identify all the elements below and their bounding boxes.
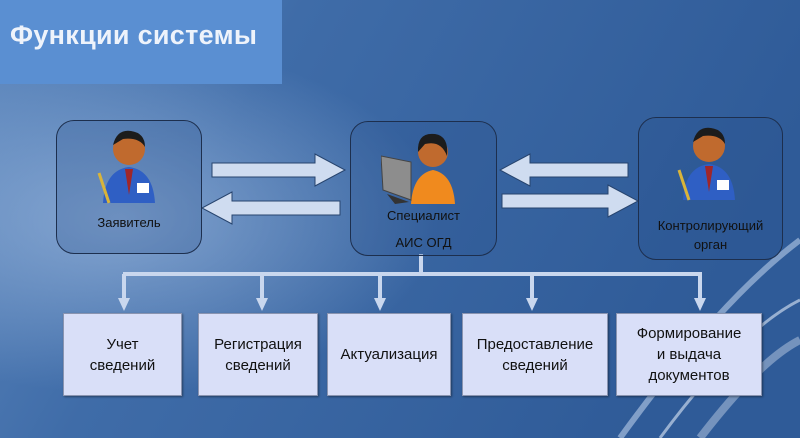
- page-title: Функции системы: [10, 20, 258, 50]
- arrow-left-to-applicant: [200, 191, 341, 225]
- system-label: АИС ОГД: [395, 235, 452, 250]
- arrow-right-to-controller: [501, 184, 640, 218]
- function-box: Актуализация: [327, 313, 451, 396]
- specialist-computer-icon: [381, 133, 455, 204]
- actor-controller: Контролирующий орган: [638, 117, 783, 260]
- function-box: Формирование и выдача документов: [616, 313, 762, 396]
- actor-label: Контролирующий орган: [657, 218, 764, 252]
- function-box: Регистрация сведений: [198, 313, 318, 396]
- actor-specialist: Специалист АИС ОГД: [350, 121, 497, 256]
- function-box: Предоставление сведений: [462, 313, 608, 396]
- arrow-right-to-specialist: [211, 153, 347, 187]
- actor-label: Заявитель: [97, 215, 161, 230]
- title-banner: [0, 0, 282, 84]
- arrow-left-to-specialist: [498, 153, 629, 187]
- actor-label: Специалист: [387, 208, 460, 223]
- actor-applicant: Заявитель: [56, 120, 202, 254]
- person-icon: [677, 127, 735, 201]
- function-box: Учет сведений: [63, 313, 182, 396]
- person-icon: [97, 130, 155, 204]
